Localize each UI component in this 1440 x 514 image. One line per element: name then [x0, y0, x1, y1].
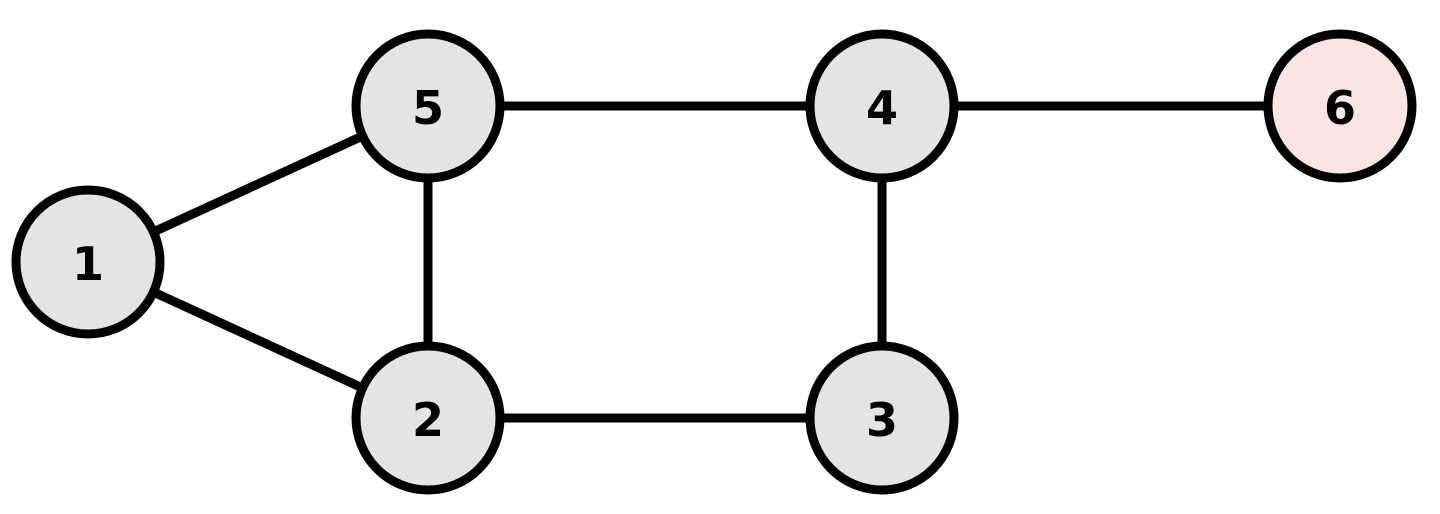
- node-3: 3: [805, 341, 959, 495]
- node-4-circle: [805, 29, 959, 183]
- node-5-circle: [351, 29, 505, 183]
- nodes-layer: 1 5 4 6 2 3: [11, 29, 1417, 495]
- node-4: 4: [805, 29, 959, 183]
- node-2-circle: [351, 341, 505, 495]
- node-3-label: 3: [866, 393, 898, 447]
- node-6: 6: [1263, 29, 1417, 183]
- edges-layer: [151, 101, 1268, 423]
- node-1: 1: [11, 185, 165, 339]
- node-3-circle: [805, 341, 959, 495]
- node-1-label: 1: [72, 237, 104, 291]
- node-5: 5: [351, 29, 505, 183]
- node-2: 2: [351, 341, 505, 495]
- node-6-label: 6: [1324, 81, 1356, 135]
- edge-1-2: [151, 287, 365, 393]
- edge-1-5: [151, 131, 365, 237]
- node-2-label: 2: [412, 393, 444, 447]
- node-1-circle: [11, 185, 165, 339]
- node-6-circle: [1263, 29, 1417, 183]
- node-4-label: 4: [866, 81, 898, 135]
- node-5-label: 5: [412, 81, 444, 135]
